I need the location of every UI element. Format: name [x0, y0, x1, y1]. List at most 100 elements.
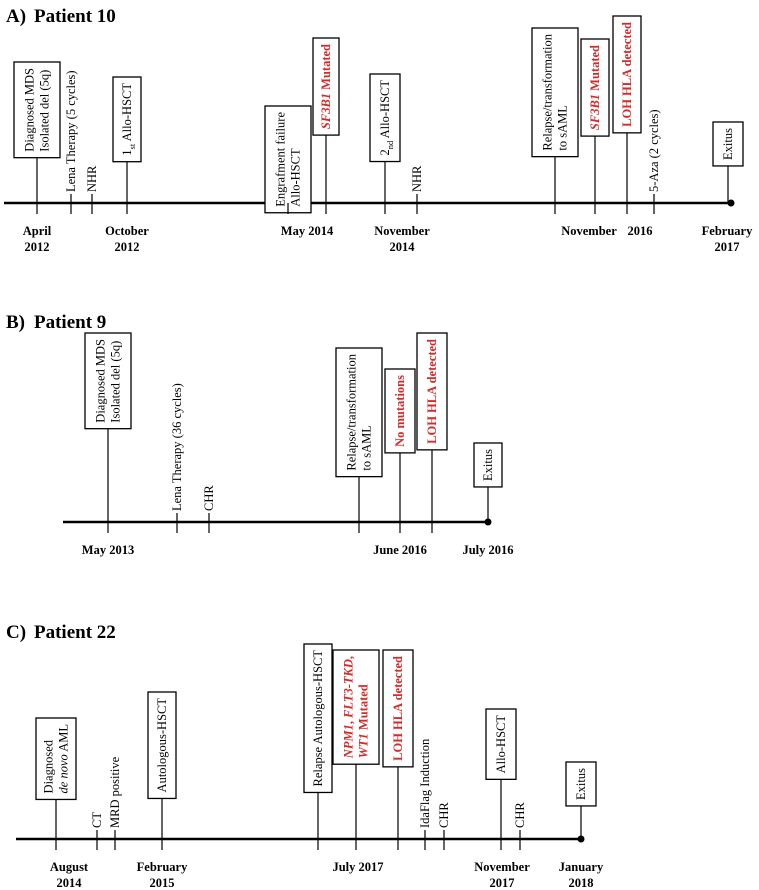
panel-1-event-0-line-1: Isolated del (5q) — [109, 341, 123, 423]
panel-2-event-3-line-0: Autologous-HSCT — [155, 698, 169, 793]
panel-2-event-2-line-0: MRD positive — [108, 756, 122, 828]
panel-1-event-5: LOH HLA detected — [416, 332, 448, 522]
panel-2-event-4: Relapse Autologous-HSCT — [303, 643, 333, 839]
panel-2-event-5-line-1: WT1 Mutated — [357, 684, 371, 758]
panel-0-event-10-line-0: LOH HLA detected — [620, 22, 634, 127]
panel-c-title: Patient 22 — [34, 622, 116, 643]
panel-0-date-1-line-1: 2012 — [115, 240, 140, 254]
panel-1-event-2: CHR — [202, 485, 216, 522]
panel-0-event-8-line-0: Relapse/transformation — [541, 33, 555, 150]
panel-0-event-9: SF3B1 Mutated — [580, 38, 610, 203]
panel-0-event-7-line-0: NHR — [410, 165, 424, 192]
panel-0-event-3: 1st Allo-HSCT — [112, 76, 142, 203]
panel-1-date-2-line-0: July 2016 — [462, 543, 513, 557]
panel-2-event-4-line-0: Relapse Autologous-HSCT — [311, 650, 325, 787]
panel-0-event-12-line-0: Exitus — [721, 128, 735, 160]
panel-0-event-11: 5-Aza (2 cycles) — [647, 109, 661, 203]
panel-0-date-0-line-0: April — [23, 224, 52, 238]
panel-0-event-9-line-0: SF3B1 Mutated — [588, 45, 602, 130]
panel-1-event-5-box — [416, 332, 448, 451]
panel-0-event-11-line-0: 5-Aza (2 cycles) — [647, 109, 661, 192]
panel-0-event-5-line-0: SF3B1 Mutated — [319, 44, 333, 129]
panel-2-event-7: IdaFlag Induction — [418, 738, 432, 839]
panel-0-date-3-line-0: November — [374, 224, 430, 238]
panel-b-label: B) — [6, 312, 25, 333]
panel-0-event-2: NHR — [85, 165, 99, 203]
panel-0-event-8-line-1: to sAML — [556, 105, 570, 151]
panel-0-event-12-box — [712, 121, 744, 167]
panel-0-event-10: LOH HLA detected — [612, 15, 642, 203]
panel-2-date-0-line-1: 2014 — [57, 876, 83, 890]
panel-a-label: A) — [6, 6, 26, 27]
panel-2-event-9-line-0: Allo-HSCT — [494, 715, 508, 774]
panel-1-event-6-line-0: Exitus — [481, 449, 495, 481]
panel-2-event-0-line-0: Diagnosed — [42, 739, 56, 793]
panel-2-date-1-line-1: 2015 — [150, 876, 175, 890]
panel-0-event-2-line-0: NHR — [85, 165, 99, 192]
panel-a-axis-end — [727, 199, 735, 207]
panel-b-title: Patient 9 — [34, 312, 106, 333]
panel-0-event-3-line-0: 1st Allo-HSCT — [120, 83, 137, 156]
panel-1-date-0-line-0: May 2013 — [82, 543, 134, 557]
panel-2-event-6-line-0: LOH HLA detected — [391, 656, 405, 761]
panel-1-event-3-line-1: to sAML — [360, 425, 374, 471]
panel-0-date-3-line-1: 2014 — [390, 240, 416, 254]
panel-0-event-1-line-0: Lena Therapy (5 cycles) — [64, 70, 78, 192]
panel-2-event-0-line-1: de novo AML — [57, 724, 71, 793]
panel-0-event-1: Lena Therapy (5 cycles) — [64, 70, 78, 203]
panel-2-event-5-box — [332, 649, 380, 765]
panel-2-event-11-line-0: Exitus — [574, 768, 588, 800]
panel-0-date-0-line-1: 2012 — [25, 240, 50, 254]
panel-0-event-3-box — [112, 76, 142, 163]
panel-2-event-5: NPM1, FLT3-TKD,WT1 Mutated — [332, 649, 380, 839]
panel-0-event-4-line-1: Allo-HSCT — [289, 148, 303, 207]
panel-2-event-8-line-0: CHR — [437, 802, 451, 828]
panel-2-event-2: MRD positive — [108, 756, 122, 839]
panel-1-event-1: Lena Therapy (36 cycles) — [170, 383, 184, 522]
panel-1-event-3-line-0: Relapse/transformation — [345, 353, 359, 470]
panel-2-event-8: CHR — [437, 802, 451, 839]
panel-1-event-6-box — [473, 442, 503, 488]
panel-0-event-4-line-0: Engrafment failure — [274, 112, 288, 207]
panel-2-date-3-line-0: November — [474, 860, 530, 874]
panel-2-date-2-line-0: July 2017 — [332, 860, 383, 874]
panel-2-event-5-line-0: NPM1, FLT3-TKD, — [342, 656, 356, 759]
panel-0-event-9-box — [580, 38, 610, 137]
panel-2-event-3: Autologous-HSCT — [147, 691, 177, 839]
panel-2-event-9-box — [485, 708, 517, 780]
panel-0-event-6-box — [369, 73, 401, 163]
panel-1-event-2-line-0: CHR — [202, 485, 216, 511]
panel-0-event-5: SF3B1 Mutated — [312, 37, 340, 203]
panel-1-event-0-line-0: Diagnosed MDS — [94, 339, 108, 423]
panel-0-event-0-line-1: Isolated del (5q) — [38, 70, 52, 152]
panel-1-event-4-line-0: No mutations — [393, 375, 407, 447]
panel-2-event-9: Allo-HSCT — [485, 708, 517, 839]
panel-0-event-4-box — [264, 105, 312, 214]
panel-1-event-6: Exitus — [473, 442, 503, 522]
panel-1-event-3-box — [335, 347, 383, 478]
panel-2-event-1: CT — [90, 812, 104, 839]
panel-2-date-4-line-1: 2018 — [569, 876, 594, 890]
panel-1-date-1-line-0: June 2016 — [373, 543, 427, 557]
panel-2-event-6-box — [382, 649, 414, 768]
panel-0-event-12: Exitus — [712, 121, 744, 203]
panel-2-date-4-line-0: January — [559, 860, 604, 874]
panel-2-event-6: LOH HLA detected — [382, 649, 414, 839]
panel-0-event-0-line-0: Diagnosed MDS — [23, 68, 37, 152]
panel-a-title: Patient 10 — [34, 6, 116, 27]
panel-1-event-0-box — [84, 332, 132, 430]
panel-0-date-2-line-0: May 2014 — [281, 224, 334, 238]
panel-2-event-7-line-0: IdaFlag Induction — [418, 738, 432, 828]
panel-0-event-8-box — [531, 27, 579, 158]
panel-0-date-6-line-1: 2017 — [715, 240, 740, 254]
panel-2-event-10-line-0: CHR — [513, 802, 527, 828]
panel-0-date-5-line-0: 2016 — [628, 224, 653, 238]
panel-1-event-5-line-0: LOH HLA detected — [425, 339, 439, 444]
panel-2-event-11: Exitus — [565, 761, 597, 839]
